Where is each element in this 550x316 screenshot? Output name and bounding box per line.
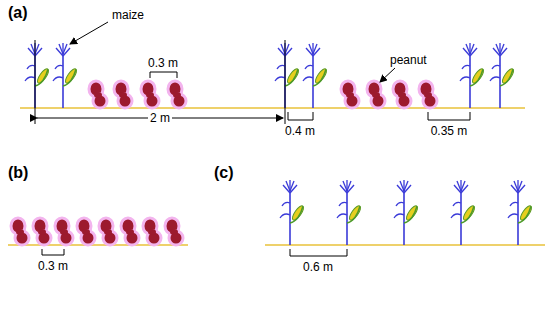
dimension-label: 0.3 m [36,259,70,273]
dimension-label: 0.4 m [283,124,317,138]
dimension-label: 0.6 m [301,260,335,274]
dimension-label: 0.35 m [429,124,470,138]
panel-label: (c) [212,164,236,182]
panel-label: (b) [6,164,30,182]
plant-label: maize [110,8,146,22]
plant-label: peanut [388,53,429,67]
dimension-label: 0.3 m [146,56,180,70]
panel-label: (a) [6,4,30,22]
dimension-label: 2 m [148,111,172,125]
